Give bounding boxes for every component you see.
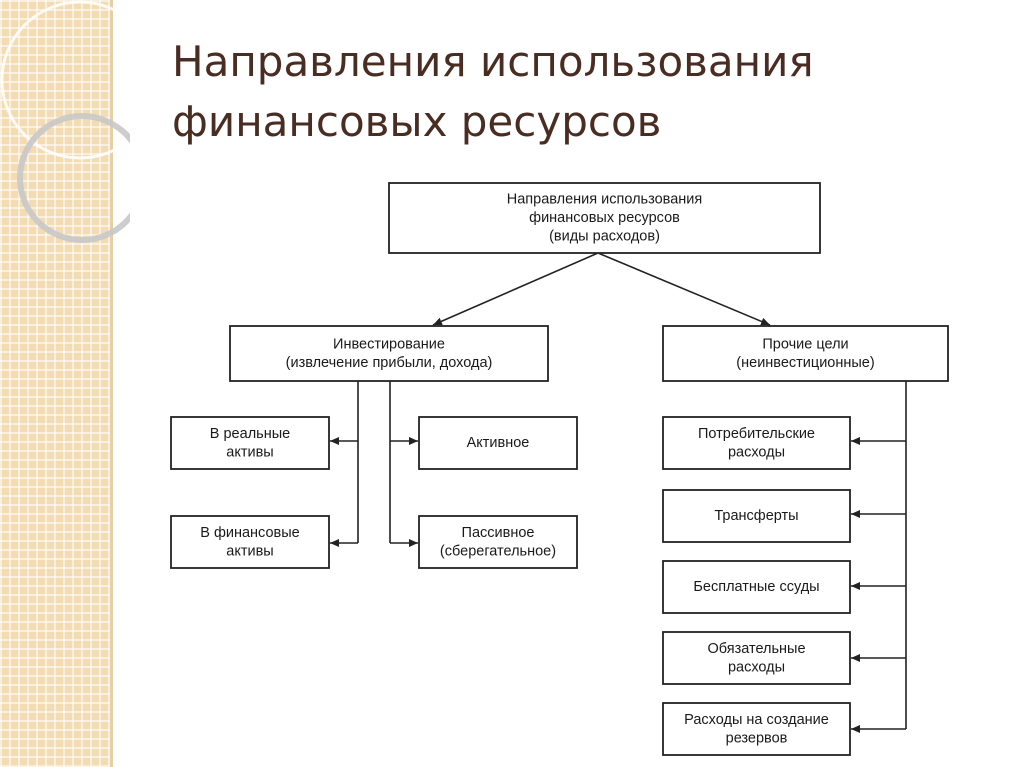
node-loans: Бесплатные ссуды bbox=[662, 560, 851, 614]
node-label: Расходы на создание bbox=[684, 712, 829, 728]
node-label: расходы bbox=[728, 444, 785, 460]
node-box bbox=[662, 325, 949, 382]
node-label: В финансовые bbox=[200, 525, 299, 541]
node-label: Трансферты bbox=[714, 508, 798, 524]
node-box bbox=[418, 416, 578, 470]
node-box bbox=[418, 515, 578, 569]
node-invest: Инвестирование (извлечение прибыли, доход… bbox=[229, 325, 549, 382]
node-label: Прочие цели bbox=[762, 336, 848, 352]
decorative-rings bbox=[0, 0, 130, 243]
node-transfers: Трансферты bbox=[662, 489, 851, 543]
node-box bbox=[662, 489, 851, 543]
node-box bbox=[662, 416, 851, 470]
node-label: активы bbox=[226, 444, 273, 460]
node-label: (виды расходов) bbox=[549, 229, 660, 245]
node-label: Бесплатные ссуды bbox=[693, 579, 819, 595]
node-box bbox=[388, 182, 821, 254]
node-label: активы bbox=[226, 543, 273, 559]
node-box bbox=[662, 631, 851, 685]
ring-small bbox=[17, 113, 130, 243]
node-box bbox=[662, 702, 851, 756]
node-label: (сберегательное) bbox=[440, 543, 556, 559]
node-root: Направления использования финансовых ресу… bbox=[388, 182, 821, 254]
node-consumer: Потребительские расходы bbox=[662, 416, 851, 470]
arrow-connector bbox=[597, 252, 771, 326]
node-label: Потребительские bbox=[698, 426, 815, 442]
node-label: Инвестирование bbox=[333, 336, 445, 352]
node-reserves: Расходы на создание резервов bbox=[662, 702, 851, 756]
node-box bbox=[170, 416, 330, 470]
node-real-assets: В реальные активы bbox=[170, 416, 330, 470]
node-label: финансовых ресурсов bbox=[529, 210, 680, 226]
node-label: Обязательные bbox=[707, 641, 805, 657]
arrow-connector bbox=[432, 252, 599, 326]
node-box bbox=[229, 325, 549, 382]
node-label: Пассивное bbox=[462, 525, 535, 541]
node-active: Активное bbox=[418, 416, 578, 470]
node-label: резервов bbox=[726, 730, 788, 746]
node-passive: Пассивное (сберегательное) bbox=[418, 515, 578, 569]
node-other: Прочие цели (неинвестиционные) bbox=[662, 325, 949, 382]
node-label: В реальные bbox=[210, 426, 290, 442]
node-mandatory: Обязательные расходы bbox=[662, 631, 851, 685]
node-box bbox=[170, 515, 330, 569]
slide-title: Направления использования финансовых рес… bbox=[172, 32, 972, 152]
node-fin-assets: В финансовые активы bbox=[170, 515, 330, 569]
ring-large bbox=[0, 0, 130, 160]
sidebar-divider bbox=[110, 0, 113, 767]
node-label: расходы bbox=[728, 659, 785, 675]
node-label: Активное bbox=[467, 435, 530, 451]
node-box bbox=[662, 560, 851, 614]
slide-title-line-1: Направления использования bbox=[172, 37, 814, 86]
node-label: (неинвестиционные) bbox=[736, 355, 874, 371]
slide-title-line-2: финансовых ресурсов bbox=[172, 97, 662, 146]
node-label: Направления использования bbox=[507, 192, 702, 208]
node-label: (извлечение прибыли, дохода) bbox=[286, 355, 493, 371]
